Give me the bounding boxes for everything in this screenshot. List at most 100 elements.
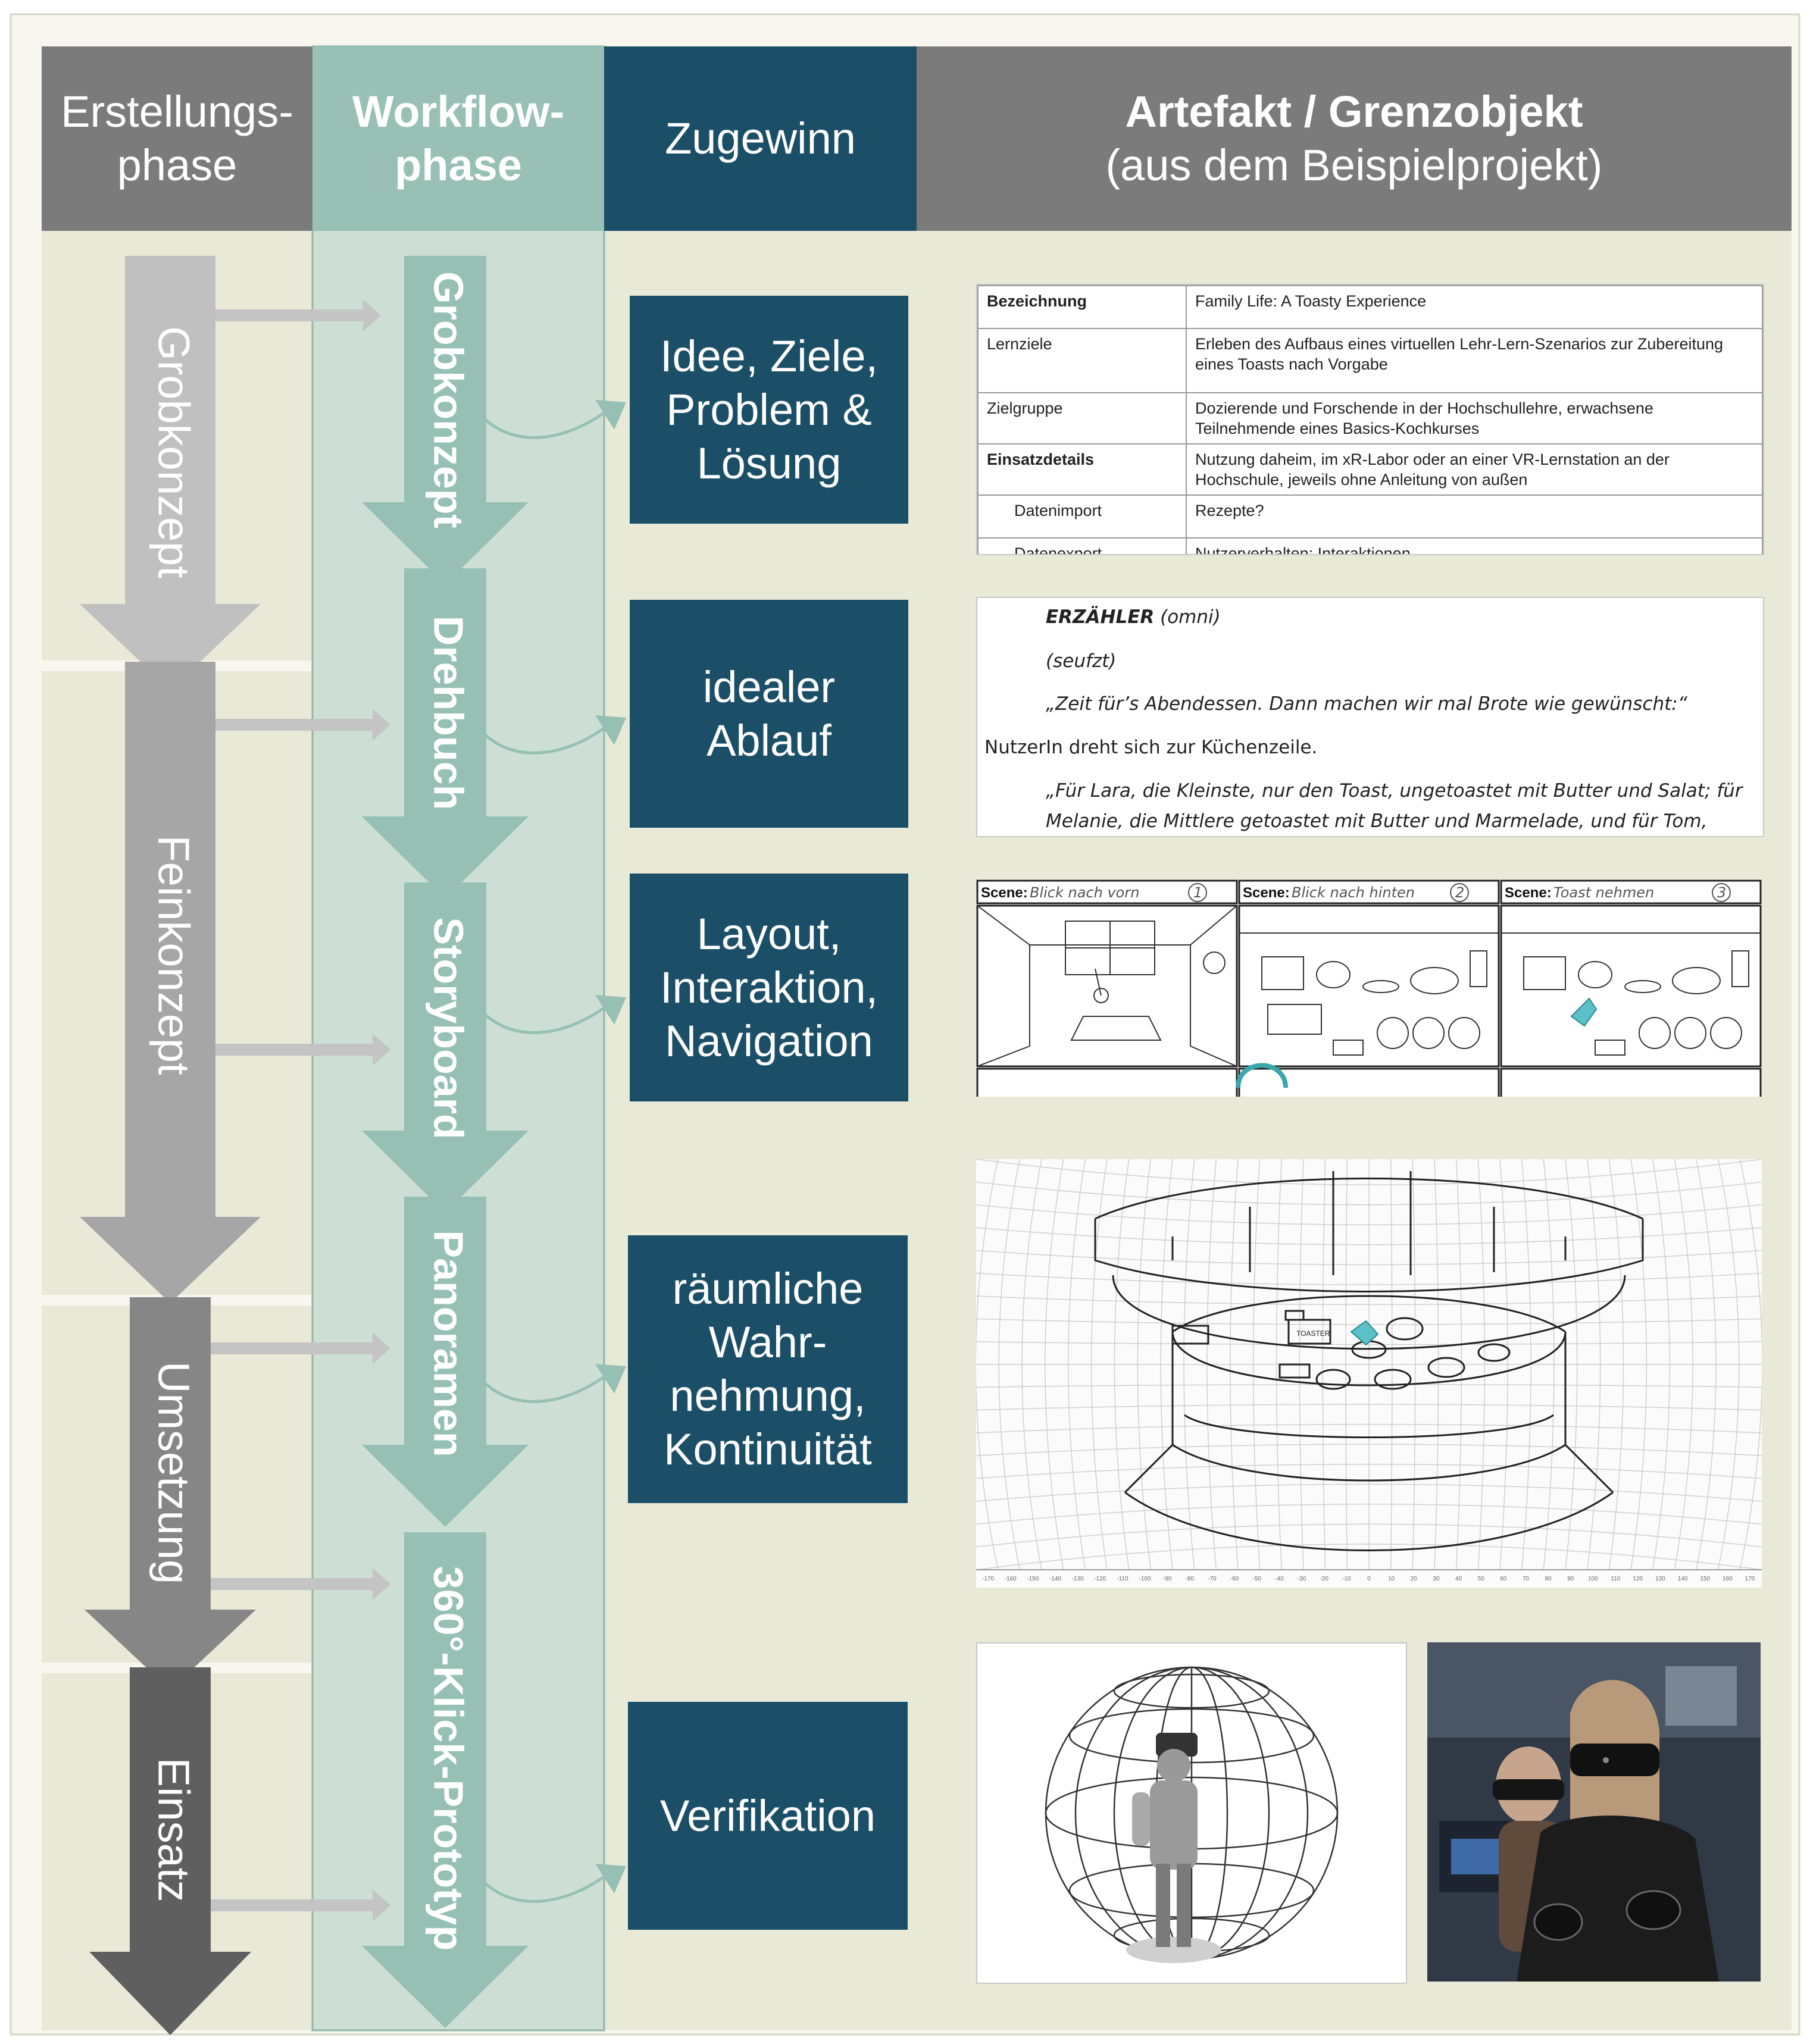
panorama-tick-label: 100 bbox=[1588, 1576, 1598, 1582]
concept-row-value: Rezepte? bbox=[1186, 494, 1763, 539]
grid-parallel bbox=[976, 1159, 1762, 1185]
panorama-axis: -170-160-150-140-130-120-110-100-90-80-7… bbox=[982, 1576, 1755, 1582]
panorama-tick-label: 160 bbox=[1723, 1576, 1733, 1582]
script-excerpt: ERZÄHLER (omni) (seufzt) „Zeit für’s Abe… bbox=[976, 597, 1764, 837]
grid-parallel bbox=[976, 1504, 1762, 1525]
turn-arrow-icon bbox=[1236, 1063, 1288, 1088]
script-speaker-note: (omni) bbox=[1154, 606, 1221, 628]
panorama-tick-label: 0 bbox=[1367, 1576, 1371, 1582]
storyboard-caption: Blick nach hinten bbox=[1292, 884, 1415, 901]
creation-arrows bbox=[80, 256, 261, 2035]
panorama-toaster-label: TOASTER bbox=[1296, 1329, 1330, 1338]
panorama-tick-label: 80 bbox=[1545, 1576, 1552, 1582]
workflow-arrow-grobkonzept bbox=[362, 256, 529, 584]
panorama-tick-label: 130 bbox=[1655, 1576, 1665, 1582]
panorama-tick-label: 20 bbox=[1411, 1576, 1418, 1582]
storyboard-number: 2 bbox=[1455, 884, 1464, 901]
creation-label-feinkonzept: Feinkonzept bbox=[149, 835, 198, 1075]
concept-row-value: Family Life: A Toasty Experience bbox=[1186, 285, 1763, 329]
grid-parallel bbox=[976, 1423, 1762, 1433]
grid-parallel bbox=[976, 1483, 1762, 1502]
creation-label-grobkonzept: Grobkonzept bbox=[149, 326, 198, 578]
panorama-tick-label: -140 bbox=[1049, 1576, 1061, 1582]
script-speaker: ERZÄHLER bbox=[1046, 606, 1155, 628]
header-artifact: Artefakt / Grenzobjekt (aus dem Beispiel… bbox=[917, 46, 1792, 231]
concept-row-label: Zielgruppe bbox=[977, 392, 1187, 445]
panorama-tick-label: -70 bbox=[1208, 1576, 1217, 1582]
grid-parallel bbox=[976, 1181, 1762, 1206]
storyboard-number: 3 bbox=[1717, 884, 1726, 901]
concept-summary-table: Bezeichnung Family Life: A Toasty Experi… bbox=[976, 284, 1764, 555]
workflow-label-prototyp: 360°-Klick-Prototyp bbox=[426, 1566, 472, 1951]
header-creation-phase: Erstellungs- phase bbox=[42, 46, 312, 231]
panorama-tick-label: 110 bbox=[1611, 1576, 1620, 1582]
concept-row-value: Nutzerverhalten: Interaktionen bbox=[1186, 537, 1763, 554]
panorama-tick-label: 170 bbox=[1745, 1576, 1755, 1582]
gain-box-ablauf: idealer Ablauf bbox=[630, 600, 908, 828]
panorama-tick-label: 150 bbox=[1700, 1576, 1710, 1582]
hand-icon bbox=[1350, 1320, 1379, 1346]
hand-icon bbox=[1570, 997, 1598, 1027]
panorama-tick-label: 50 bbox=[1478, 1576, 1485, 1582]
storyboard-scene-label: Scene: bbox=[1505, 885, 1552, 901]
grid-meridian bbox=[976, 1159, 999, 1570]
grid-parallel bbox=[976, 1404, 1762, 1411]
creation-arrow-grobkonzept bbox=[80, 256, 261, 690]
vr-user-figure bbox=[1126, 1733, 1221, 1963]
header-artifact-title: Artefakt / Grenzobjekt bbox=[1125, 87, 1583, 136]
grid-parallel bbox=[976, 1204, 1762, 1225]
workflow-label-storyboard: Storyboard bbox=[426, 917, 472, 1139]
script-line: Melanie, die Mittlere getoastet mit Butt… bbox=[1046, 810, 1708, 836]
workflow-arrow-storyboard bbox=[362, 882, 529, 1213]
header-workflow-phase: Workflow- phase bbox=[312, 46, 604, 231]
script-speaker-line: ERZÄHLER (omni) bbox=[1046, 606, 1221, 628]
concept-row-label: Einsatzdetails bbox=[977, 443, 1187, 496]
gain-box-layout: Layout, Interaktion, Navigation bbox=[630, 874, 908, 1101]
workflow-label-drehbuch: Drehbuch bbox=[426, 616, 472, 810]
header-artifact-subtitle: (aus dem Beispielprojekt) bbox=[1105, 140, 1603, 190]
grid-parallel bbox=[976, 1463, 1762, 1479]
gain-box-verifikation: Verifikation bbox=[628, 1702, 908, 1930]
concept-row-value: Nutzung daheim, im xR-Labor oder an eine… bbox=[1186, 443, 1763, 496]
panorama-tick-label: -130 bbox=[1072, 1576, 1084, 1582]
panorama-tick-label: -60 bbox=[1230, 1576, 1239, 1582]
panorama-tick-label: 140 bbox=[1678, 1576, 1688, 1582]
storyboard-number: 1 bbox=[1193, 884, 1202, 901]
panorama-tick-label: -90 bbox=[1163, 1576, 1172, 1582]
workflow-label-grobkonzept: Grobkonzept bbox=[426, 271, 472, 528]
panorama-tick-label: 120 bbox=[1633, 1576, 1643, 1582]
creation-label-umsetzung: Umsetzung bbox=[149, 1361, 198, 1584]
panorama-tick-label: 10 bbox=[1388, 1576, 1395, 1582]
grid-meridian bbox=[1739, 1159, 1762, 1570]
creation-label-einsatz: Einsatz bbox=[149, 1758, 198, 1902]
concept-row-label: Datenimport bbox=[977, 494, 1187, 539]
panorama-tick-label: 40 bbox=[1455, 1576, 1462, 1582]
sphere-sketch bbox=[976, 1642, 1407, 1984]
panorama-tick-label: -80 bbox=[1186, 1576, 1195, 1582]
storyboard-caption: Blick nach vorn bbox=[1030, 884, 1139, 901]
storyboard-counter-sketch bbox=[1239, 932, 1761, 1056]
panorama-tick-label: 90 bbox=[1567, 1576, 1574, 1582]
creation-arrow-feinkonzept bbox=[80, 662, 261, 1303]
panorama-tick-label: -150 bbox=[1027, 1576, 1039, 1582]
creation-arrow-umsetzung bbox=[85, 1297, 256, 1690]
concept-row-label: Datenexport bbox=[977, 537, 1187, 554]
grid-parallel bbox=[976, 1544, 1762, 1570]
phase-connectors bbox=[211, 299, 390, 1921]
workflow-arrow-drehbuch bbox=[362, 568, 529, 899]
panorama-tick-label: -10 bbox=[1342, 1576, 1351, 1582]
gain-box-raeumlich: räumliche Wahr- nehmung, Kontinuität bbox=[628, 1235, 908, 1503]
panorama-kitchen-sketch bbox=[1094, 1171, 1644, 1551]
script-direction: (seufzt) bbox=[1046, 650, 1117, 672]
concept-row-value: Dozierende und Forschende in der Hochsch… bbox=[1186, 392, 1763, 445]
creation-arrow-einsatz bbox=[89, 1667, 251, 2035]
panorama-tick-label: 30 bbox=[1433, 1576, 1440, 1582]
panorama-tick-label: -40 bbox=[1275, 1576, 1284, 1582]
panorama-tick-label: -20 bbox=[1320, 1576, 1328, 1582]
panorama-tick-label: 70 bbox=[1523, 1576, 1530, 1582]
panorama-grid bbox=[976, 1159, 1762, 1570]
workflow-arrow-panoramen bbox=[362, 1197, 529, 1527]
workflow-label-panoramen: Panoramen bbox=[426, 1230, 472, 1457]
panorama-tick-label: -100 bbox=[1139, 1576, 1151, 1582]
panorama-tick-label: -50 bbox=[1253, 1576, 1262, 1582]
